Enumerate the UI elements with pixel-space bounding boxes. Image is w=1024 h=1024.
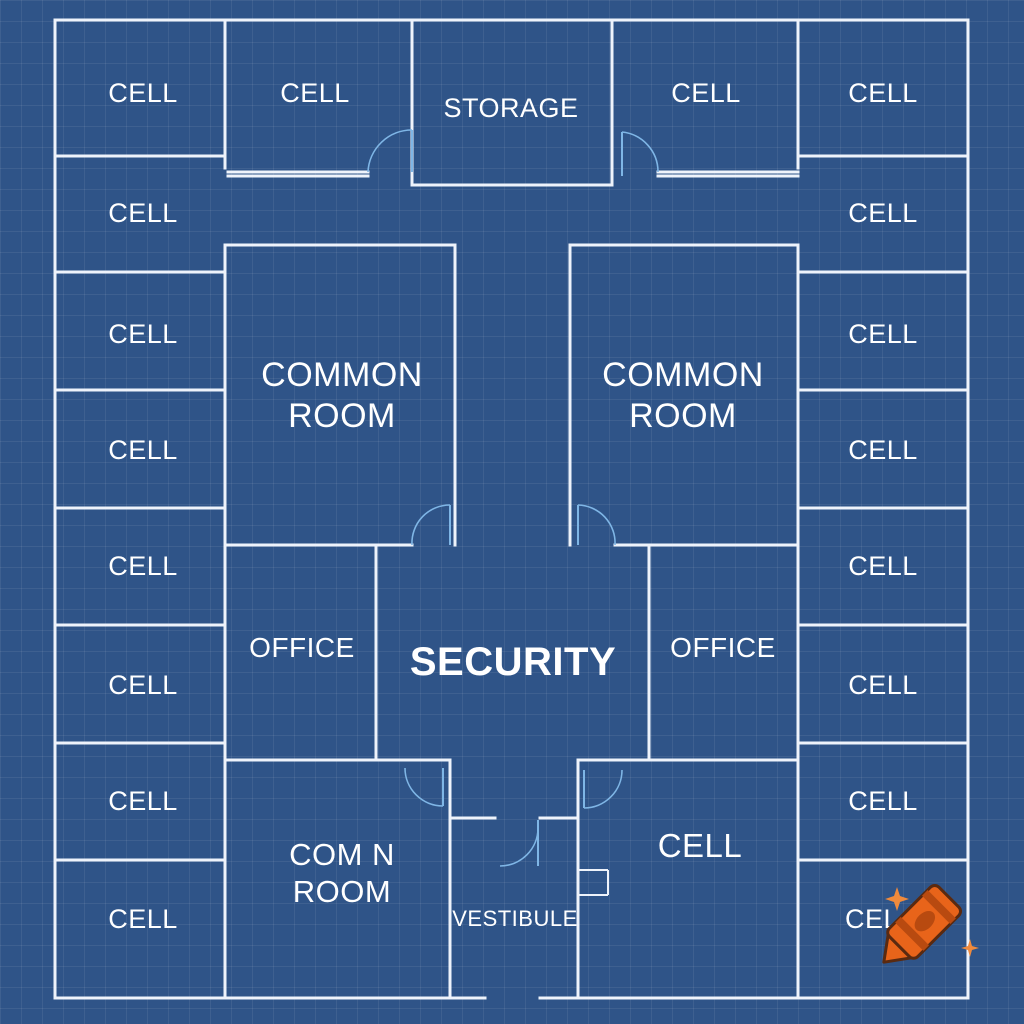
office-label: OFFICE (670, 632, 776, 664)
cell-label: CELL (848, 197, 918, 228)
vestibule-walls (448, 816, 609, 896)
storage-label: STORAGE (443, 92, 579, 123)
cell-label: CELL (108, 550, 178, 581)
cell-label: CELL (657, 827, 743, 865)
office-walls (226, 543, 800, 1000)
cell-label: CELL (848, 434, 918, 465)
cell-label: CELL (848, 318, 918, 349)
common-room-label: COMMON ROOM (261, 356, 423, 435)
cell-label: CELL (671, 77, 741, 108)
vestibule-label: VESTIBULE (452, 905, 578, 931)
office-label: OFFICE (249, 632, 355, 664)
crayon-icon (882, 883, 979, 964)
cell-label: CELL (108, 785, 178, 816)
common-room-walls (226, 243, 800, 547)
cell-label: CELL (848, 550, 918, 581)
left-cell-walls (53, 20, 227, 1000)
common-room-label: COM N ROOM (289, 836, 395, 909)
right-cell-walls (796, 20, 970, 1000)
cell-label: CELL (848, 669, 918, 700)
cell-label: CELL (108, 318, 178, 349)
cell-label: CELL (280, 77, 350, 108)
cell-label: CELL (108, 669, 178, 700)
cell-label: CELL (848, 785, 918, 816)
cell-label: CELL (108, 77, 178, 108)
cell-label: CELL (108, 434, 178, 465)
cell-label: CELL (108, 903, 178, 934)
cell-label: CELL (108, 197, 178, 228)
cell-label: CELL (848, 77, 918, 108)
security-label: SECURITY (409, 640, 617, 684)
doors (367, 129, 659, 867)
common-room-label: COMMON ROOM (602, 356, 764, 435)
